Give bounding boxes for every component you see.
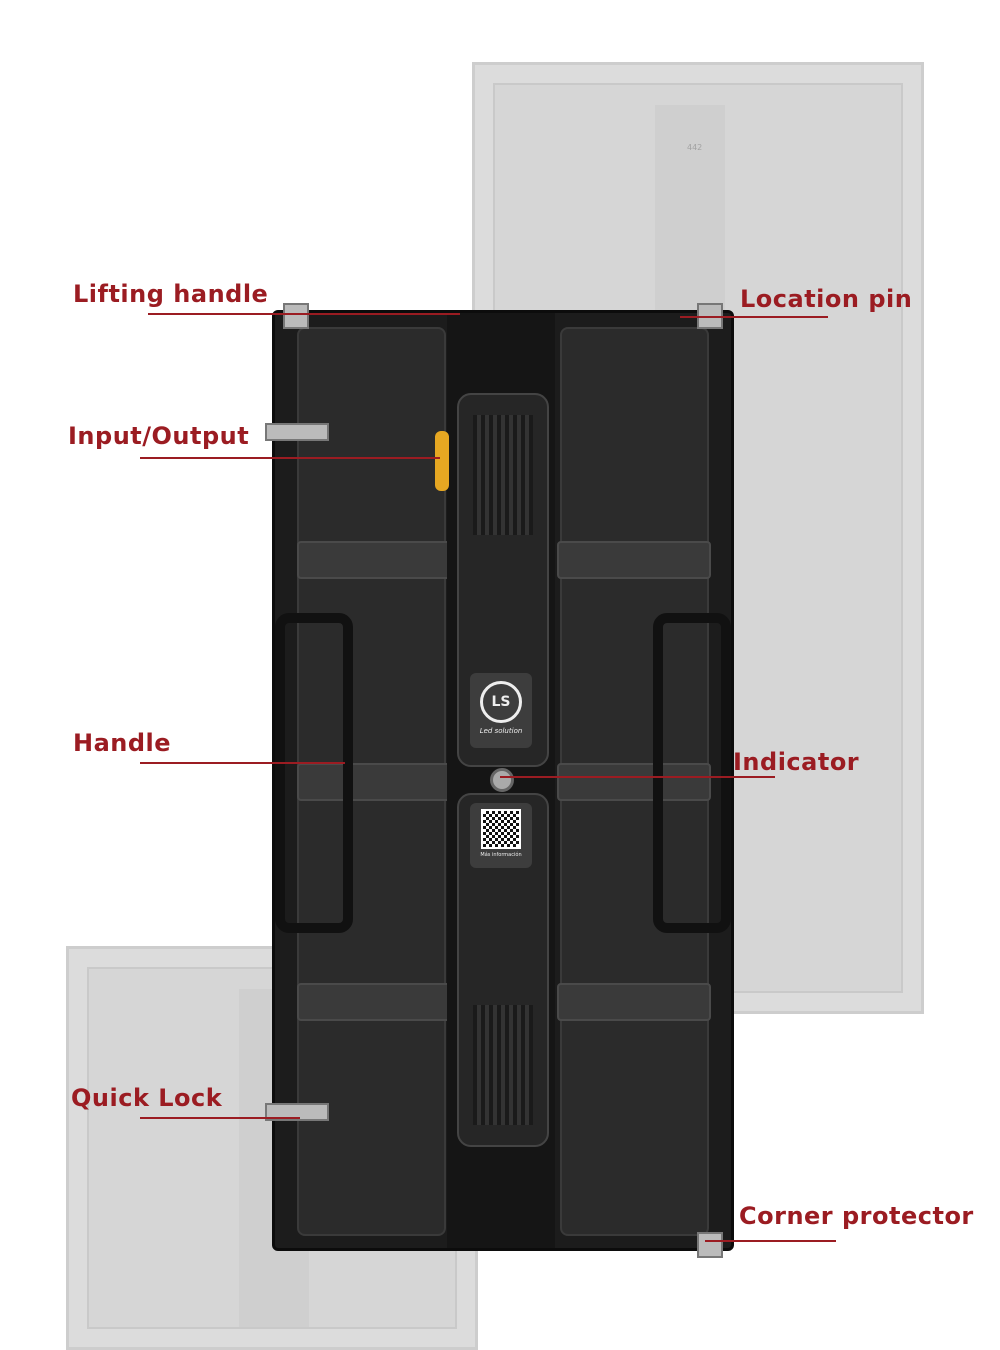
qr-code xyxy=(481,809,521,849)
quick-lock-top xyxy=(265,423,329,441)
label-handle: Handle xyxy=(73,729,172,757)
label-quick-lock: Quick Lock xyxy=(71,1084,223,1112)
side-handle-left xyxy=(275,613,353,933)
leader-corner-protector xyxy=(705,1240,836,1242)
qr-label: Más información xyxy=(470,803,532,868)
brand-logo: LS Led solution xyxy=(470,673,532,748)
leader-location-pin xyxy=(680,316,828,318)
quick-lock xyxy=(265,1103,329,1121)
leader-indicator xyxy=(500,776,775,778)
leader-input-output xyxy=(140,457,440,459)
indicator-light xyxy=(490,768,514,792)
label-corner-protector: Corner protector xyxy=(739,1202,974,1230)
input-output-connector xyxy=(435,431,449,491)
corner-protector-br xyxy=(697,1232,723,1258)
ghost-panel-number: 442 xyxy=(687,143,703,152)
led-cabinet: LS Led solution Más información xyxy=(265,303,734,1258)
leader-handle xyxy=(140,762,345,764)
label-indicator: Indicator xyxy=(733,748,860,776)
label-input-output: Input/Output xyxy=(68,422,250,450)
side-handle-right xyxy=(653,613,731,933)
label-location-pin: Location pin xyxy=(740,285,913,313)
corner-protector-tl xyxy=(283,303,309,329)
label-lifting-handle: Lifting handle xyxy=(73,280,269,308)
leader-quick-lock xyxy=(140,1117,300,1119)
leader-lifting-handle xyxy=(148,313,460,315)
